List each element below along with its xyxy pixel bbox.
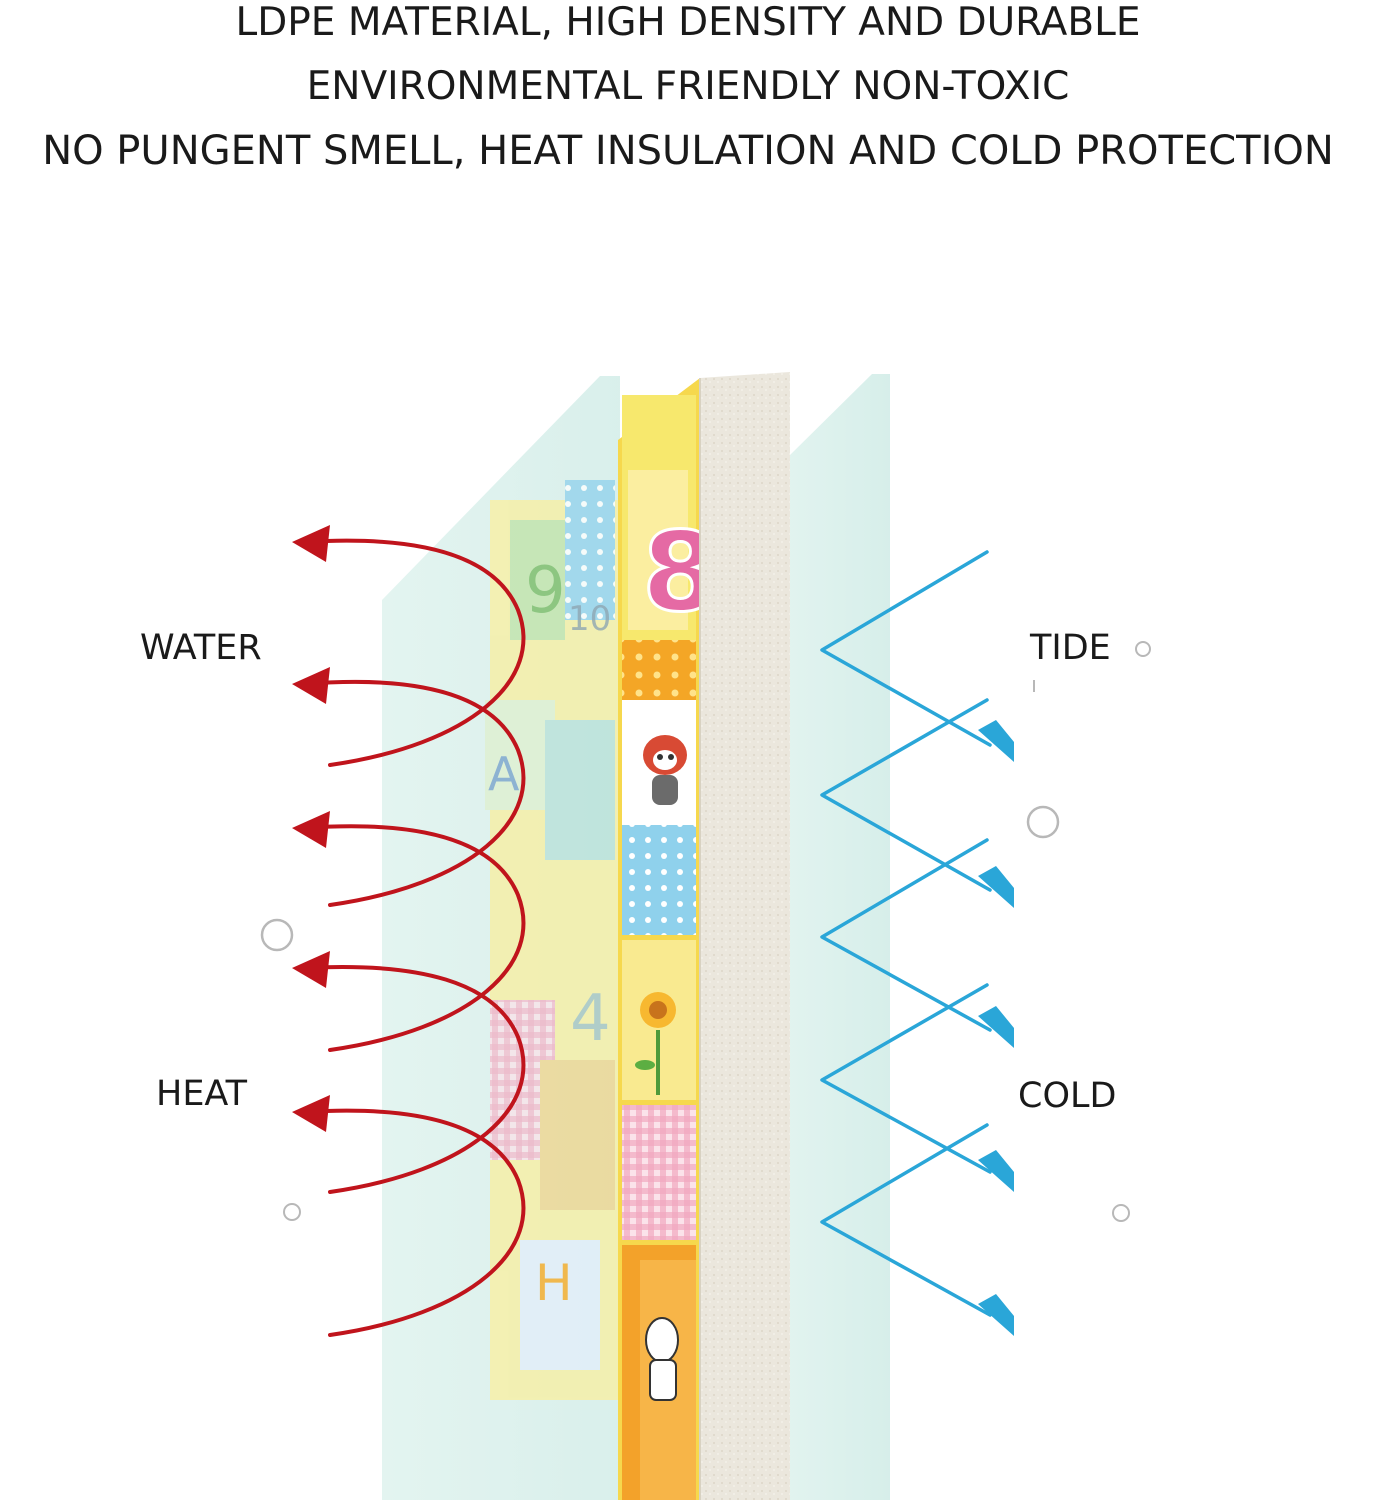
foam-layer [700, 372, 790, 1500]
heat-arrowhead-2 [292, 667, 330, 704]
mat-letter-a: A [488, 747, 520, 801]
mat-number-4: 4 [570, 982, 611, 1056]
heat-arrowhead-4 [292, 951, 330, 988]
cold-arrow-3 [820, 838, 992, 1032]
headline-line-1: LDPE MATERIAL, HIGH DENSITY AND DURABLE [235, 0, 1141, 45]
mat-number-9: 9 [525, 554, 566, 628]
mat-print-left [485, 480, 620, 1400]
decor-circle-2 [1026, 805, 1060, 839]
right-film-layer [790, 374, 890, 1500]
heat-arrow-4 [303, 964, 526, 1194]
headline-line-3: NO PUNGENT SMELL, HEAT INSULATION AND CO… [42, 128, 1334, 174]
mat-letter-h: H [535, 1254, 573, 1312]
heat-label: HEAT [156, 1074, 248, 1114]
heat-arrowhead-5 [292, 1095, 330, 1132]
zebra-illustration [645, 1317, 679, 1401]
cold-arrow-2 [820, 698, 992, 892]
sunflower-illustration [635, 992, 676, 1095]
cold-arrowhead-5 [978, 1294, 1014, 1336]
raccoon-illustration [643, 735, 687, 805]
heat-arrow-2 [303, 679, 526, 907]
tide-label: TIDE [1030, 628, 1111, 668]
cold-arrow-1 [820, 550, 992, 747]
decor-circle-1 [1135, 641, 1151, 657]
cold-arrow-4 [820, 983, 992, 1174]
cold-label: COLD [1018, 1076, 1117, 1116]
decorative-circles [260, 641, 1151, 1222]
cold-arrowhead-2 [978, 866, 1014, 908]
cold-arrowhead-3 [978, 1006, 1014, 1048]
heat-arrowheads [292, 525, 330, 1132]
headline-line-2: ENVIRONMENTAL FRIENDLY NON-TOXIC [306, 64, 1070, 109]
decor-circle-3 [260, 918, 294, 952]
cold-arrows [820, 550, 992, 1317]
water-label: WATER [140, 628, 262, 668]
cold-arrowheads [978, 720, 1014, 1336]
heat-arrow-5 [303, 1108, 526, 1337]
heat-arrowhead-1 [292, 525, 330, 562]
heat-arrowhead-3 [292, 811, 330, 848]
decor-circle-5 [1112, 1204, 1130, 1222]
heat-arrow-3 [303, 824, 526, 1052]
mat-number-10: 10 [568, 599, 611, 639]
heat-arrows [303, 538, 526, 1337]
cold-arrowhead-1 [978, 720, 1014, 762]
decor-circle-4 [283, 1203, 301, 1221]
cold-arrow-5 [820, 1123, 992, 1317]
heat-arrow-1 [303, 538, 526, 767]
cold-arrowhead-4 [978, 1150, 1014, 1192]
